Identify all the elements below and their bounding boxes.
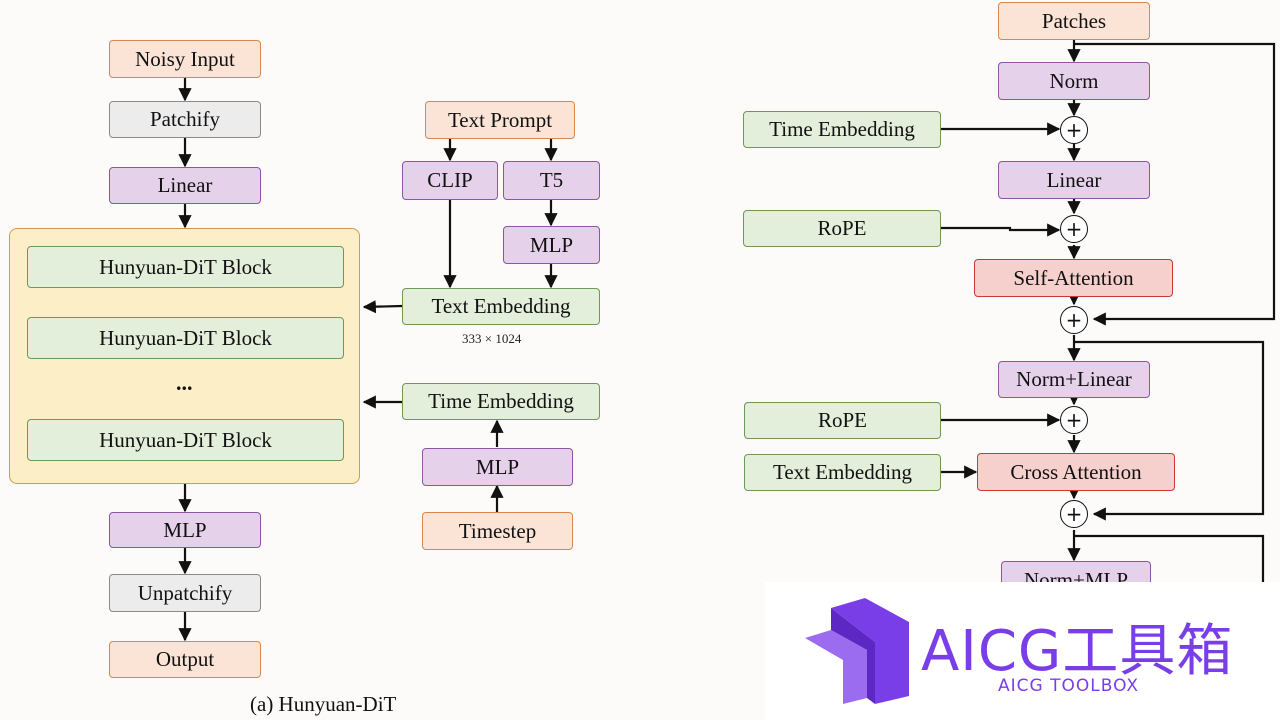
watermark-subtitle: AICG TOOLBOX [998, 676, 1140, 696]
rope-input-1: RoPE [743, 210, 941, 247]
mlp-node: MLP [109, 512, 261, 548]
linear-node: Linear [109, 167, 261, 204]
time-embedding-node: Time Embedding [402, 383, 600, 420]
text-embedding-node: Text Embedding [402, 288, 600, 325]
t5-node: T5 [503, 161, 600, 200]
linear-node-right: Linear [998, 161, 1150, 199]
norm-node: Norm [998, 62, 1150, 100]
text-embedding-input: Text Embedding [744, 454, 941, 491]
watermark-title: AICG工具箱 [921, 619, 1234, 684]
blocks-ellipsis: ... [176, 370, 193, 395]
text-prompt-node: Text Prompt [425, 101, 575, 139]
time-mlp-node: MLP [422, 448, 573, 486]
figure-caption: (a) Hunyuan-DiT [250, 692, 397, 716]
t5-mlp-node: MLP [503, 226, 600, 264]
dit-block-n: Hunyuan-DiT Block [27, 419, 344, 461]
clip-node: CLIP [402, 161, 498, 200]
rope-input-2: RoPE [744, 402, 941, 439]
add-circle-3: + [1060, 306, 1088, 334]
unpatchify-node: Unpatchify [109, 574, 261, 612]
dit-block-2: Hunyuan-DiT Block [27, 317, 344, 359]
norm-linear-node: Norm+Linear [998, 361, 1150, 398]
timestep-node: Timestep [422, 512, 573, 550]
add-circle-5: + [1060, 500, 1088, 528]
output-node: Output [109, 641, 261, 678]
dit-block-1: Hunyuan-DiT Block [27, 246, 344, 288]
self-attention-node: Self-Attention [974, 259, 1173, 297]
aicg-logo-icon [805, 598, 909, 704]
cross-attention-node: Cross Attention [977, 453, 1175, 491]
add-circle-4: + [1060, 406, 1088, 434]
patchify-node: Patchify [109, 101, 261, 138]
patches-node: Patches [998, 2, 1150, 40]
add-circle-1: + [1060, 116, 1088, 144]
text-embedding-dimension: 333 × 1024 [462, 331, 522, 346]
add-circle-2: + [1060, 215, 1088, 243]
noisy-input-node: Noisy Input [109, 40, 261, 78]
time-embedding-input: Time Embedding [743, 111, 941, 148]
